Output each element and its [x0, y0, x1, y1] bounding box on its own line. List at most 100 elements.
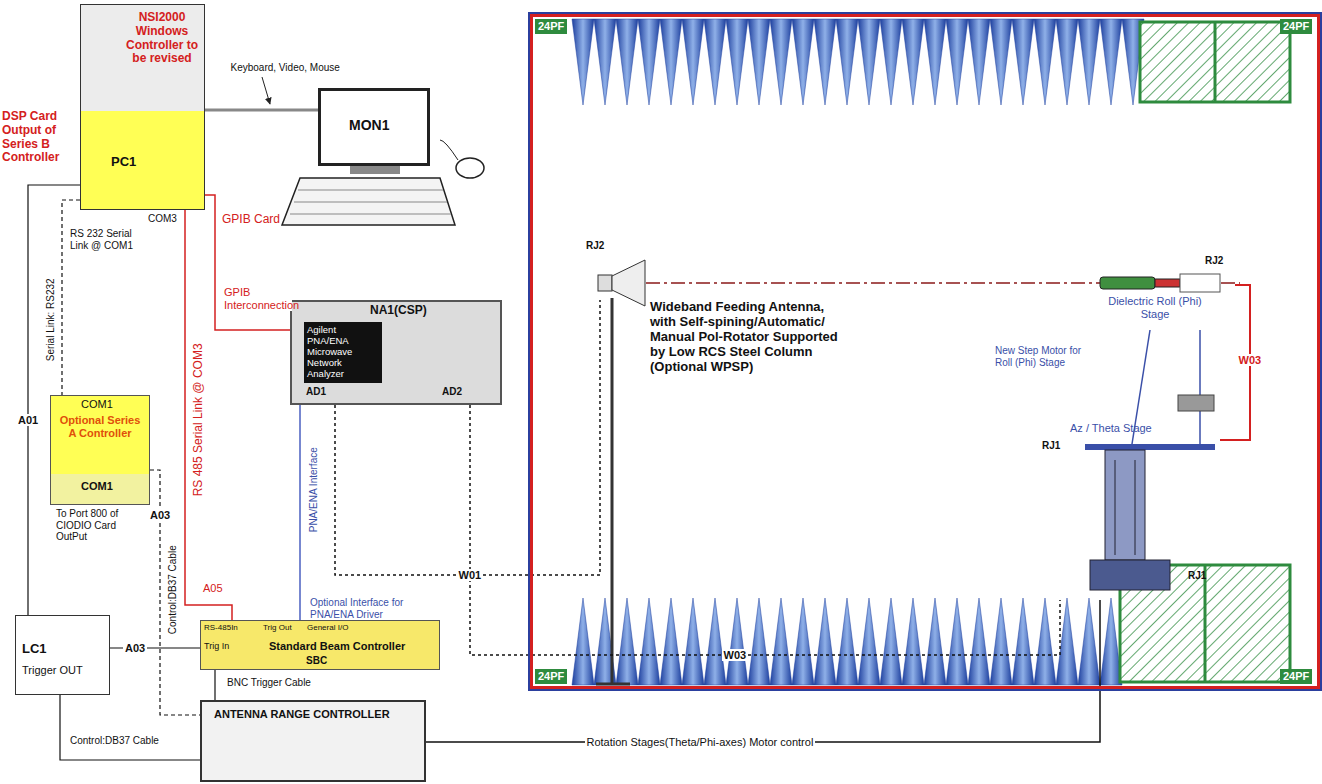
chamber-floor [530, 14, 1320, 689]
absorber-wedge [836, 19, 858, 105]
node-text: RJ1 [1188, 570, 1206, 582]
absorber-wedge [726, 598, 748, 685]
absorber-wedge [836, 598, 858, 685]
cable-connector [150, 470, 200, 715]
node-text: SBC [306, 655, 327, 667]
absorber-wedge [682, 19, 704, 105]
node-text: LC1 [22, 642, 47, 657]
node-text: RJ2 [1205, 255, 1223, 267]
annotation-label: Wideband Feeding Antenna, with Self-spin… [650, 300, 840, 375]
cable-label: A01 [16, 414, 40, 427]
absorber-wedge [726, 19, 748, 105]
positioner [1085, 330, 1215, 590]
absorber-wedge [572, 598, 594, 685]
node-text: 24PF [535, 19, 567, 34]
cable-label: Control:DB37 Cable [166, 543, 178, 636]
node-text: Optional Series A Controller [59, 414, 141, 439]
cable-label: GPIB Interconnection [222, 286, 292, 311]
annotation-label: COM3 [148, 213, 177, 225]
annotation-label: RS 232 Serial Link @ COM1 [70, 228, 150, 251]
cable-label: Control:DB37 Cable [68, 735, 161, 747]
range-controller: ANTENNA RANGE CONTROLLER [200, 700, 426, 782]
node-text: ANTENNA RANGE CONTROLLER [214, 708, 390, 721]
roll-stage: RJ2Dielectric Roll (Phi) Stage [1085, 255, 1235, 325]
annotation-label: New Step Motor for Roll (Phi) Stage [995, 345, 1100, 368]
node-text: Agilent PNA/ENA Microwave Network Analyz… [304, 322, 382, 383]
absorber-wedge [946, 19, 968, 105]
node-text: MON1 [349, 117, 389, 133]
cable-label: W03 [722, 649, 749, 662]
node-text: Az / Theta Stage [1070, 422, 1152, 435]
cable-connector [299, 405, 301, 620]
absorber-wedge [1034, 598, 1056, 685]
series-a-controller: COM1Optional Series A ControllerCOM1 [50, 395, 150, 505]
cable-label: BNC Trigger Cable [225, 677, 313, 689]
absorber-wedge [902, 19, 924, 105]
absorber-wedge [748, 19, 770, 105]
absorber-wedge [616, 19, 638, 105]
annotation-label: DSP Card Output of Series B Controller [2, 110, 78, 165]
absorber-wedge [814, 598, 836, 685]
absorber-wedge [1078, 19, 1100, 105]
absorber-wedge [1012, 19, 1034, 105]
cable-connector [426, 600, 1100, 742]
absorber-wedge [1100, 19, 1122, 105]
annotation-label: A05 [203, 582, 223, 595]
beam-controller: RS-485InTrig OutGeneral I/OTrig InStanda… [200, 620, 440, 670]
absorber-wedge [880, 598, 902, 685]
node-text: Trigger OUT [22, 664, 83, 677]
absorber-wedge [682, 598, 704, 685]
absorber-wedge [858, 598, 880, 685]
node-text: Trig In [204, 641, 229, 651]
annotation-label: GPIB Card [222, 213, 280, 227]
absorber-wedge [880, 19, 902, 105]
leader-line [262, 77, 270, 104]
absorber-wedge [770, 19, 792, 105]
feed-antenna [596, 260, 645, 684]
node-text: General I/O [307, 623, 348, 632]
absorber-wedge [616, 598, 638, 685]
absorber-wedge [924, 598, 946, 685]
absorber-wedge [770, 598, 792, 685]
node-text: RS-485In [204, 623, 238, 632]
cable-connector [214, 670, 215, 700]
absorber-wedge [968, 598, 990, 685]
node-text: Standard Beam Controller [269, 640, 405, 653]
annotation-label: Optional Interface for PNA/ENA Driver [310, 597, 440, 620]
absorber-wedges [572, 19, 1144, 685]
cable-label: Keyboard, Video, Mouse [229, 62, 342, 74]
cable-label: RS 485 Serial Link @ COM3 [191, 341, 205, 498]
absorber-wedge [990, 598, 1012, 685]
absorber-wedge [1034, 19, 1056, 105]
node-text: 24PF [1280, 19, 1312, 34]
absorber-wedge [1056, 19, 1078, 105]
cable-connector [60, 695, 200, 760]
absorber-wedge [660, 19, 682, 105]
cable-connector [205, 109, 318, 112]
controller-pc: NSI2000 Windows Controller to be revised… [80, 4, 205, 210]
annotation-label: To Port 800 of CIODIO Card OutPut [56, 508, 148, 543]
absorber-wedge [990, 19, 1012, 105]
absorber-wedge [660, 598, 682, 685]
absorber-wedge [748, 598, 770, 685]
absorber-wedge [704, 19, 726, 105]
cable-label: PNA/ENA Interface [307, 445, 319, 534]
absorber-wedge [968, 19, 990, 105]
node-text: RJ1 [1042, 440, 1060, 452]
absorber-wedge [858, 19, 880, 105]
cable-connector [470, 405, 1060, 655]
absorber-wedge [594, 19, 616, 105]
monitor-screen: MON1 [318, 88, 430, 166]
absorber-wedge [1078, 598, 1100, 685]
cable-connector [185, 210, 232, 620]
cable-label: W01 [457, 569, 484, 582]
feed-antenna: RJ2 [586, 240, 644, 300]
absorber-wedge [638, 19, 660, 105]
node-text: NA1(CSP) [370, 304, 427, 318]
node-text: Dielectric Roll (Phi) Stage [1093, 295, 1217, 320]
node-text: NSI2000 Windows Controller to be revised [123, 11, 201, 66]
cable-label: Serial Link: RS232 [44, 276, 56, 363]
absorber-wedge [792, 598, 814, 685]
node-text: 24PF [535, 669, 567, 684]
absorber-wedge [704, 598, 726, 685]
